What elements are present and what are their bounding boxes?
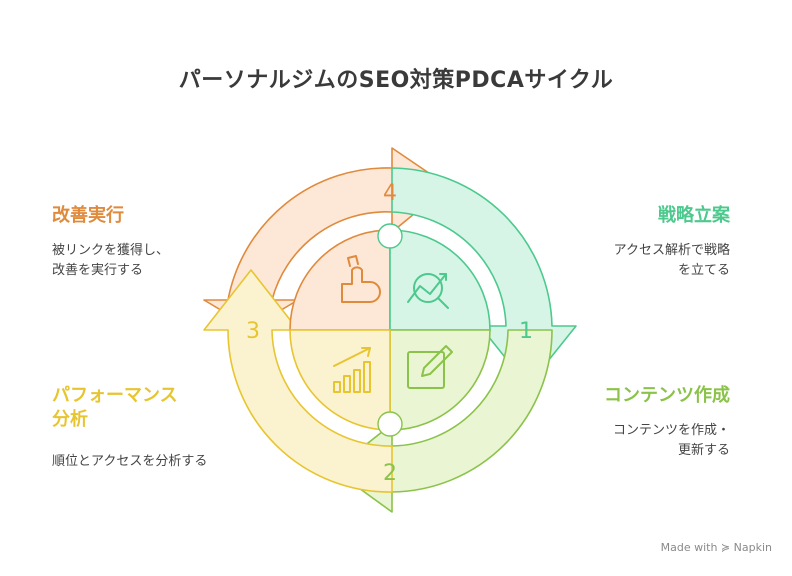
step-1-desc-line-1: アクセス解析で戦略: [613, 243, 730, 258]
step-2-heading: コンテンツ作成: [604, 385, 730, 406]
step-3-desc-line-1: 順位とアクセスを分析する: [52, 454, 208, 469]
edit-icon: [407, 345, 453, 389]
step-2-number: 2: [383, 461, 397, 486]
step-3-number: 3: [246, 319, 260, 344]
step-4-desc-line-2: 改善を実行する: [52, 263, 144, 278]
footer-credit: Made with ≽ Napkin: [660, 541, 772, 554]
hand-wrench-icon: [341, 255, 381, 303]
step-2-desc-line-2: 更新する: [677, 443, 730, 458]
chart-search-icon: [407, 273, 449, 309]
step-2-desc-line-1: コンテンツを作成・: [612, 423, 730, 438]
step-2-desc: コンテンツを作成・ 更新する: [613, 421, 730, 461]
bar-chart-icon: [333, 347, 371, 393]
page-title: パーソナルジムのSEO対策PDCAサイクル: [178, 68, 614, 93]
outer-arc-3: [203, 269, 393, 493]
step-1-heading: 戦略立案: [658, 205, 730, 226]
step-3-heading-line-1: パフォーマンス: [52, 385, 178, 406]
step-3-heading-line-2: 分析: [52, 409, 88, 430]
step-1-desc: アクセス解析で戦略 を立てる: [614, 241, 730, 281]
step-1-desc-line-2: を立てる: [677, 263, 730, 278]
step-4-heading: 改善実行: [52, 205, 124, 226]
step-1-number: 1: [519, 319, 533, 344]
step-3-desc: 順位とアクセスを分析する: [52, 452, 207, 472]
inner-quadrant-3: [289, 329, 391, 431]
step-3-heading: パフォーマンス 分析: [52, 384, 178, 432]
inner-quadrant-4: [289, 229, 391, 331]
inner-quadrant-2: [389, 329, 491, 431]
step-4-number: 4: [383, 181, 397, 206]
step-4-desc-line-1: 被リンクを獲得し、: [52, 243, 170, 258]
step-4-desc: 被リンクを獲得し、 改善を実行する: [52, 241, 169, 281]
